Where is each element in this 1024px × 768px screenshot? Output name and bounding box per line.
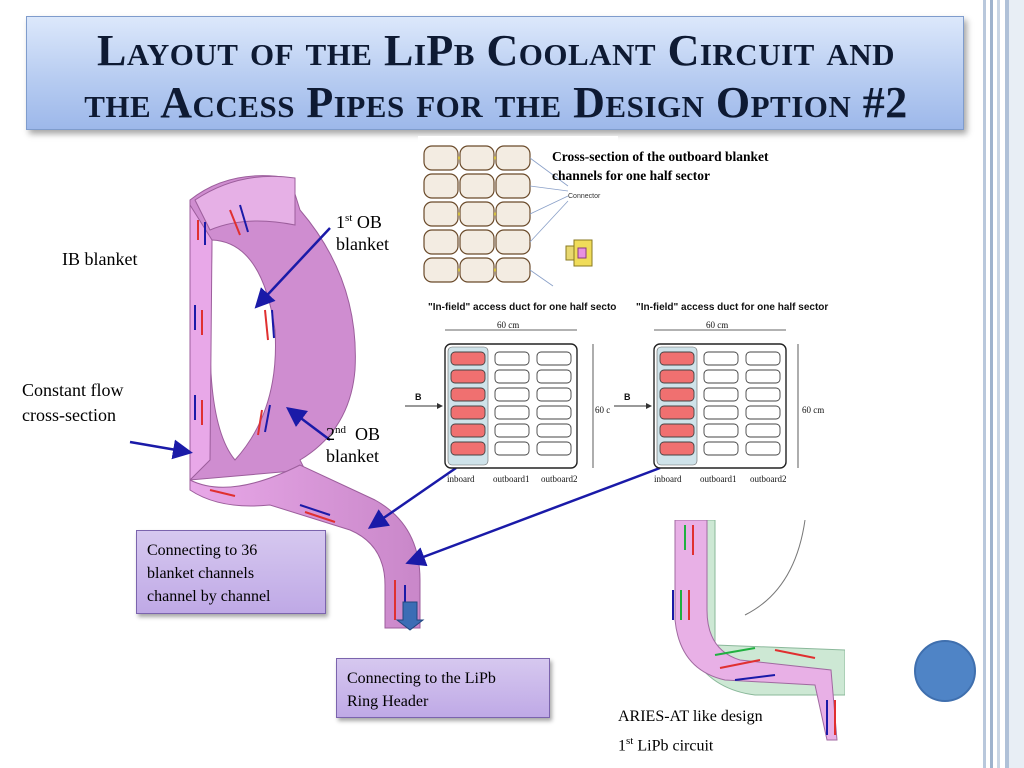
duct-right-title: "In-field" access duct for one half sect… bbox=[636, 302, 829, 313]
duct-right-col-outboard1: outboard1 bbox=[700, 474, 737, 484]
duct-right-width-label: 60 cm bbox=[706, 320, 728, 330]
outlet-pipe bbox=[189, 464, 421, 629]
aries-at-design-drawing bbox=[672, 520, 845, 741]
title-line-1: Layout of the LiPb Coolant Circuit and bbox=[97, 26, 895, 75]
flow-arrows bbox=[194, 204, 406, 620]
accent-circle bbox=[914, 640, 976, 702]
duct-left-col-inboard: inboard bbox=[447, 474, 475, 484]
duct-left-height-label: 60 c bbox=[595, 405, 610, 415]
duct-right-height-label: 60 cm bbox=[802, 405, 824, 415]
second-ob-label: 2nd OB bbox=[326, 424, 381, 444]
duct-right-col-inboard: inboard bbox=[654, 474, 682, 484]
cross-section-caption-line2: channels for one half sector bbox=[552, 168, 710, 183]
right-edge-stripes bbox=[980, 0, 1024, 768]
title-line-2: the Access Pipes for the Design Option #… bbox=[84, 78, 908, 127]
first-ob-label-line2: blanket bbox=[336, 234, 389, 254]
duct-right-b-label: B bbox=[624, 392, 631, 402]
duct-right-diagram: 60 cm 60 cm B inboard outboard1 outboard… bbox=[614, 320, 824, 484]
second-ob-label-line2: blanket bbox=[326, 446, 379, 466]
duct-left-col-outboard2: outboard2 bbox=[541, 474, 578, 484]
aries-caption-line2: 1st LiPb circuit bbox=[618, 735, 714, 755]
duct-right-col-outboard2: outboard2 bbox=[750, 474, 787, 484]
down-arrow-icon bbox=[395, 601, 425, 631]
first-ob-label: 1st OB bbox=[336, 212, 382, 232]
constant-flow-label-line2: cross-section bbox=[22, 405, 116, 425]
outboard-cross-section-diagram: Connector bbox=[418, 136, 618, 301]
duct-left-diagram: 60 cm 60 c B inboard outboard1 outboard2 bbox=[405, 320, 610, 484]
duct-left-width-label: 60 cm bbox=[497, 320, 519, 330]
connector-label: Connector bbox=[568, 193, 601, 200]
aries-caption-line1: ARIES-AT like design bbox=[618, 708, 763, 725]
duct-left-col-outboard1: outboard1 bbox=[493, 474, 530, 484]
callout-connecting-channels: Connecting to 36 blanket channels channe… bbox=[136, 530, 326, 614]
callout-ring-header: Connecting to the LiPb Ring Header bbox=[336, 658, 550, 718]
slide-title: Layout of the LiPb Coolant Circuit and t… bbox=[26, 16, 964, 130]
top-block bbox=[194, 175, 296, 231]
constant-flow-label: Constant flow bbox=[22, 380, 124, 400]
ib-blanket-label: IB blanket bbox=[62, 249, 138, 269]
cross-section-caption-line1: Cross-section of the outboard blanket bbox=[552, 149, 769, 164]
duct-left-b-label: B bbox=[415, 392, 422, 402]
duct-left-title: "In-field" access duct for one half sect… bbox=[428, 302, 617, 313]
lipb-circuit-drawing bbox=[189, 175, 425, 631]
